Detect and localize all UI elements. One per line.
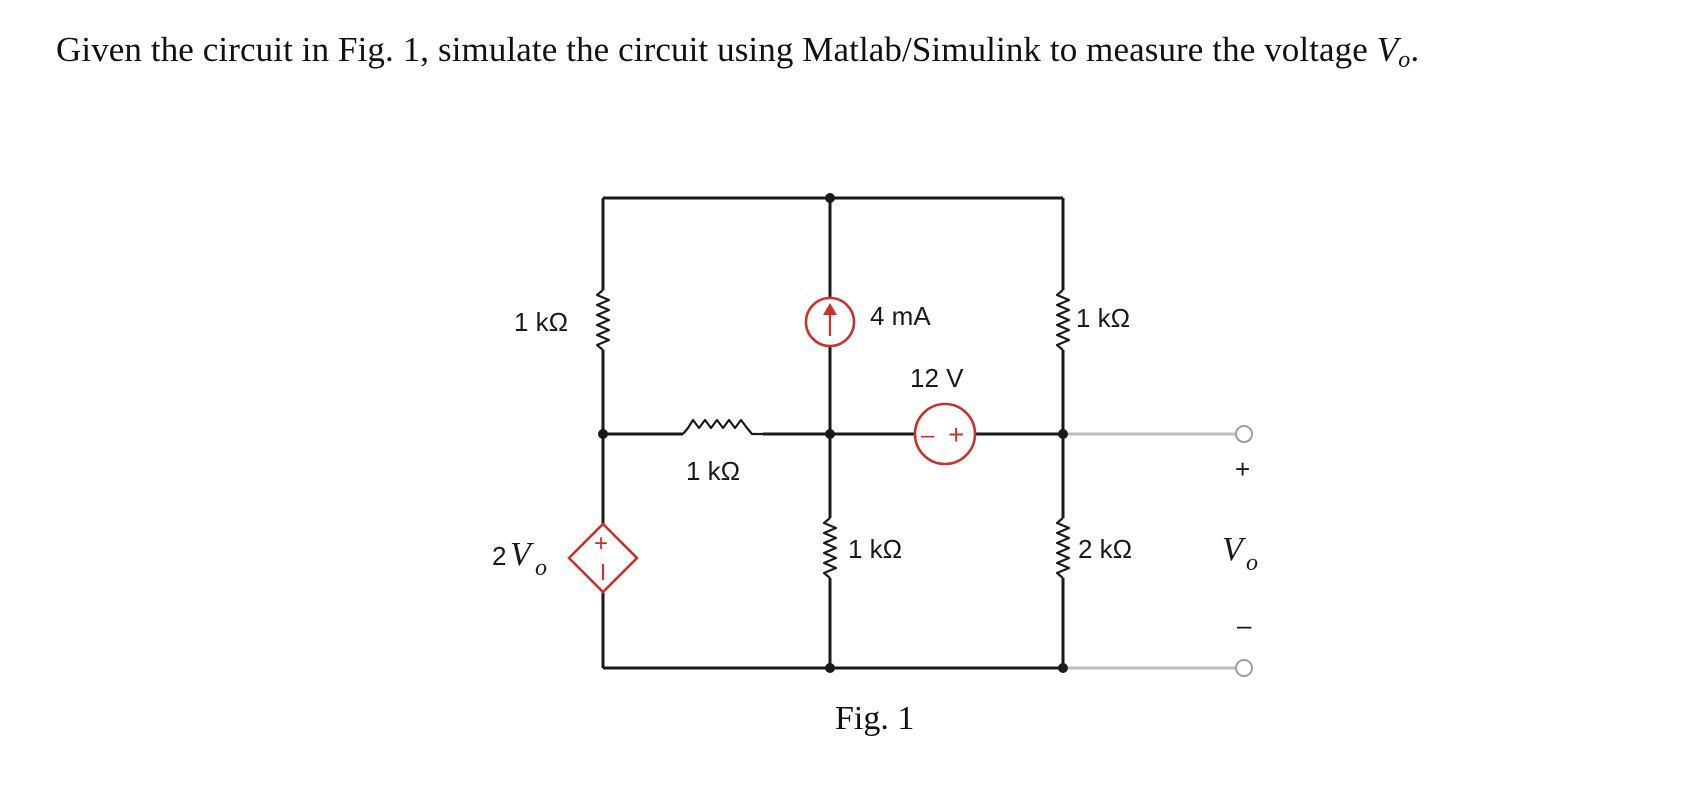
node-left <box>598 429 608 439</box>
resistor-right-top <box>1055 289 1071 351</box>
plus-icon: + <box>594 530 608 557</box>
label-voltage-source: 12 V <box>910 363 964 393</box>
label-output-variable: V <box>1222 531 1247 568</box>
node-top <box>825 193 835 203</box>
node-bottom-right <box>1058 663 1068 673</box>
resistor-right-bottom <box>1055 517 1071 579</box>
figure-caption: Fig. 1 <box>835 700 915 737</box>
label-r-left-top: 1 kΩ <box>514 307 568 337</box>
dependent-voltage-source: + <box>567 522 639 594</box>
resistor-left-top <box>595 289 611 351</box>
label-output-minus: – <box>1237 610 1252 640</box>
node-center <box>825 429 835 439</box>
problem-text: Given the circuit in Fig. 1, simulate th… <box>56 30 1377 69</box>
label-dep-variable: V <box>510 536 535 573</box>
label-dep-subscript: o <box>535 555 547 581</box>
label-r-right-bottom: 2 kΩ <box>1078 534 1132 564</box>
current-source <box>804 296 856 348</box>
output-terminal-negative <box>1235 659 1253 677</box>
label-output-plus: + <box>1235 454 1250 484</box>
problem-variable-subscript: o <box>1398 47 1411 73</box>
label-output-subscript: o <box>1246 550 1258 576</box>
plus-icon: + <box>948 419 964 450</box>
problem-variable: V <box>1376 30 1399 69</box>
problem-period: . <box>1410 30 1420 69</box>
label-r-middle-bottom: 1 kΩ <box>848 534 902 564</box>
minus-icon: – <box>921 422 935 449</box>
circuit-wires <box>601 196 1236 670</box>
label-dep-coefficient: 2 <box>492 541 506 571</box>
label-r-horizontal: 1 kΩ <box>686 456 740 486</box>
resistor-middle-bottom <box>822 517 838 579</box>
output-terminal-positive <box>1235 425 1253 443</box>
problem-statement: Given the circuit in Fig. 1, simulate th… <box>56 30 1419 74</box>
node-right <box>1058 429 1068 439</box>
label-r-right-top: 1 kΩ <box>1076 303 1130 333</box>
voltage-source: – + <box>913 402 977 466</box>
junction-nodes <box>598 193 1068 673</box>
resistor-horizontal <box>682 418 763 436</box>
node-bottom-center <box>825 663 835 673</box>
label-current-source: 4 mA <box>870 301 931 331</box>
